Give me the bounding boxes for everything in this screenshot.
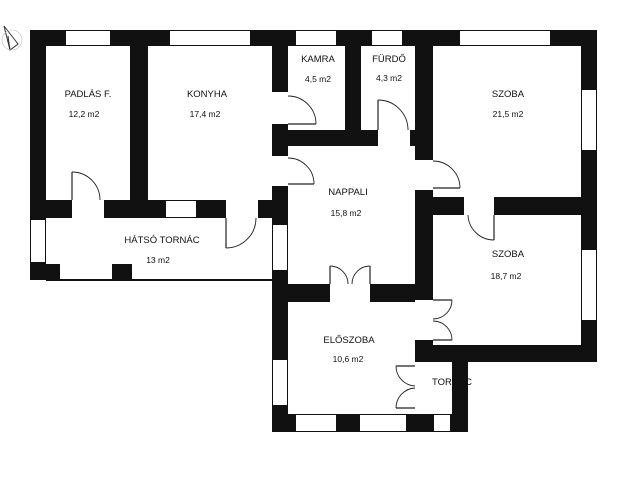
- room-name-hatso-tornac: HÁTSÓ TORNÁC: [124, 235, 199, 246]
- room-area-padlas: 12,2 m2: [69, 109, 100, 119]
- room-name-furdo: FÜRDŐ: [372, 54, 406, 65]
- windows: [31, 31, 596, 431]
- room-area-nappali: 15,8 m2: [331, 208, 362, 218]
- room-area-szoba-2: 18,7 m2: [491, 271, 522, 281]
- room-area-hatso-tornac: 13 m2: [146, 255, 170, 265]
- room-area-konyha: 17,4 m2: [190, 109, 221, 119]
- room-area-furdo: 4,3 m2: [376, 73, 402, 83]
- room-name-kamra: KAMRA: [301, 54, 335, 65]
- room-name-konyha: KONYHA: [187, 89, 228, 100]
- room-name-tornac: TORNÁC: [432, 377, 472, 388]
- room-name-szoba-1: SZOBA: [492, 89, 525, 100]
- room-name-eloszoba: ELŐSZOBA: [323, 335, 375, 346]
- north-arrow-icon: [1, 25, 23, 51]
- room-name-nappali: NAPPALI: [328, 187, 367, 198]
- room-area-szoba-1: 21,5 m2: [493, 109, 524, 119]
- doors: [71, 92, 495, 409]
- room-name-padlas: PADLÁS F.: [65, 89, 112, 100]
- room-area-kamra: 4,5 m2: [305, 74, 331, 84]
- room-labels: PADLÁS F. 12,2 m2 KONYHA 17,4 m2 KAMRA 4…: [65, 54, 525, 388]
- room-name-szoba-2: SZOBA: [492, 249, 525, 260]
- room-area-eloszoba: 10,6 m2: [333, 354, 364, 364]
